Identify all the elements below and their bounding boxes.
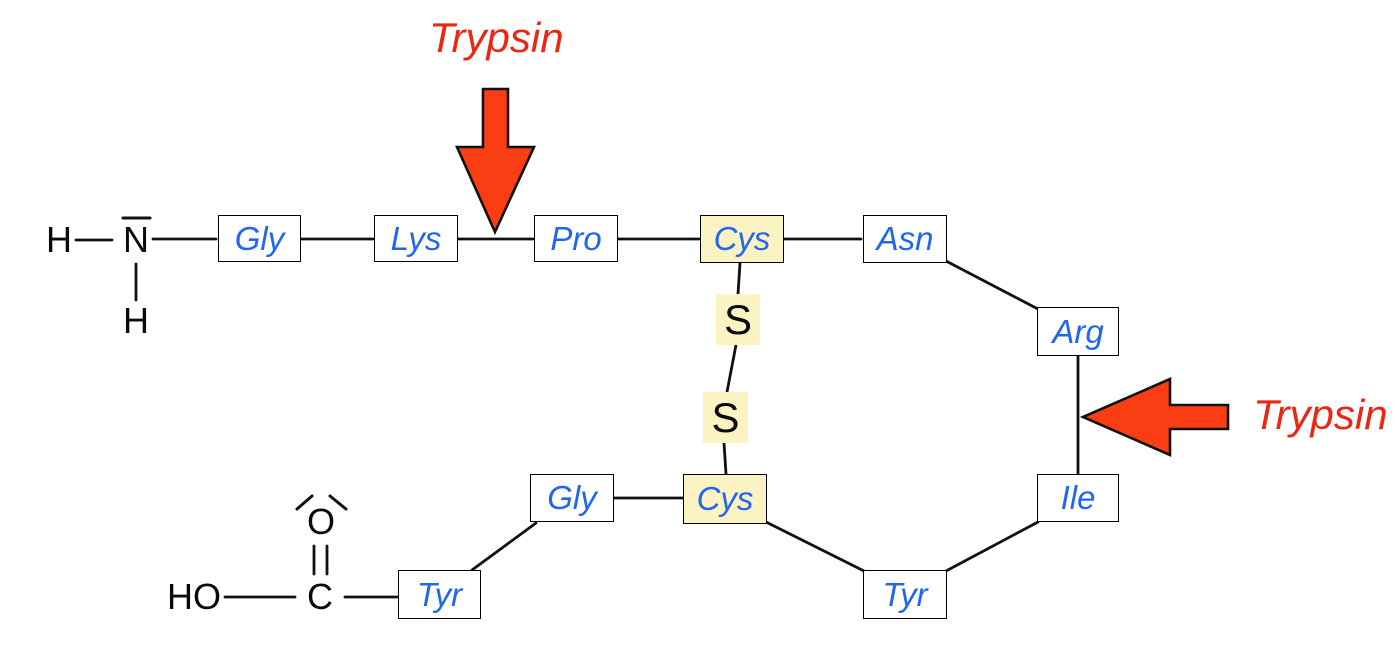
disulfide-s-bottom: S [703, 392, 748, 443]
bond-cys-s-top [736, 261, 742, 296]
residue-box-gly-bottom: Gly [530, 474, 614, 522]
c-terminus-c: C [306, 576, 334, 617]
residue-label: Cys [696, 480, 754, 517]
residue-box-cys-bottom: Cys [683, 474, 767, 524]
residue-box-gly-top: Gly [218, 215, 301, 262]
residue-box-ile: Ile [1037, 474, 1119, 522]
bond-s-cys-bottom [722, 441, 728, 476]
residue-label: Gly [234, 219, 285, 257]
residue-label: Pro [550, 219, 602, 257]
residue-box-asn: Asn [863, 215, 947, 263]
residue-label: Tyr [882, 575, 928, 613]
n-terminus-h-left: H [44, 219, 74, 260]
residue-box-pro: Pro [534, 215, 618, 262]
trypsin-label-top: Trypsin [429, 14, 564, 61]
c-terminus-o: O [307, 501, 336, 542]
disulfide-s-top: S [716, 294, 760, 345]
peptide-bond-gly-tyr [470, 521, 538, 572]
residue-label: Tyr [416, 575, 463, 613]
residue-label: Cys [713, 220, 771, 257]
n-terminus-n: N [121, 219, 151, 260]
peptide-bond-asn-arg [944, 259, 1040, 311]
o-lone-pair-right [328, 494, 348, 511]
n-terminus-h-bottom: H [121, 300, 151, 341]
residue-box-tyr-right: Tyr [863, 570, 947, 619]
disulfide-bond-s-s [725, 343, 738, 394]
residue-box-tyr-left: Tyr [398, 570, 481, 619]
residue-box-lys: Lys [374, 215, 458, 262]
peptide-bond-tyr-cys [764, 520, 866, 573]
residue-label: Asn [876, 220, 934, 257]
peptide-bond-ile-tyr [944, 520, 1040, 573]
trypsin-arrow-down-icon [454, 87, 537, 236]
residue-label: Gly [547, 479, 597, 516]
trypsin-label-right: Trypsin [1253, 391, 1388, 438]
c-terminus-ho: HO [166, 576, 222, 617]
residue-box-arg: Arg [1037, 307, 1119, 356]
o-lone-pair-left [295, 494, 314, 511]
residue-box-cys-top: Cys [700, 215, 784, 263]
residue-label: Arg [1052, 312, 1104, 350]
residue-label: Ile [1060, 479, 1096, 516]
residue-label: Lys [390, 219, 442, 257]
trypsin-arrow-left-icon [1079, 377, 1230, 457]
